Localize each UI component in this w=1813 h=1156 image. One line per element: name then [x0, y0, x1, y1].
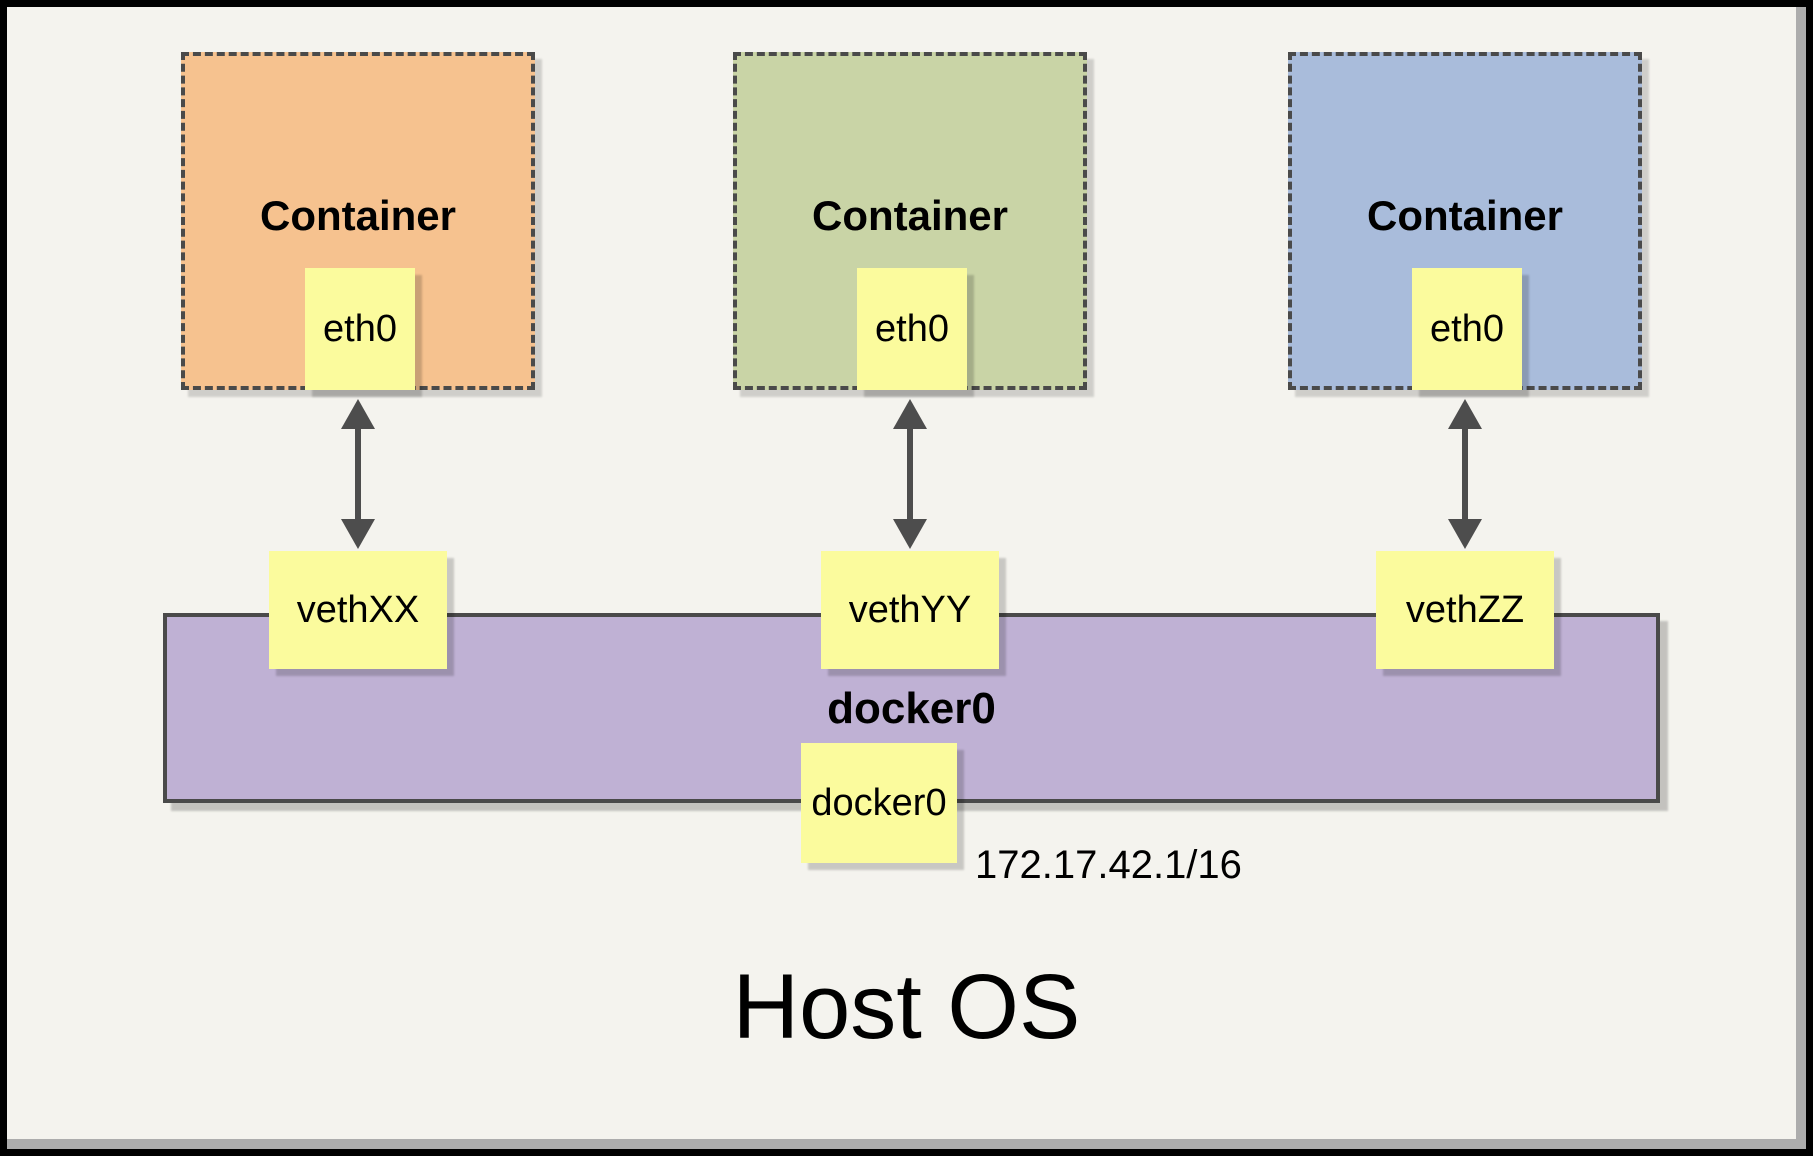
veth-link-arrow-3 — [1447, 399, 1483, 549]
arrow-down-icon — [893, 519, 927, 549]
docker0-interface-box: docker0 — [801, 743, 957, 863]
eth0-interface-box-2: eth0 — [857, 268, 967, 390]
container-box-2: Container eth0 — [733, 52, 1087, 390]
arrow-shaft — [355, 423, 361, 525]
eth0-interface-box-3: eth0 — [1412, 268, 1522, 390]
arrow-shaft — [907, 423, 913, 525]
veth-label-2: vethYY — [848, 588, 972, 631]
docker0-interface-label: docker0 — [811, 781, 947, 824]
veth-label-3: vethZZ — [1405, 588, 1525, 631]
container-label-3: Container — [1366, 192, 1563, 239]
arrow-down-icon — [1448, 519, 1482, 549]
eth0-interface-box-1: eth0 — [305, 268, 415, 390]
eth0-label-1: eth0 — [323, 307, 397, 350]
container-box-3: Container eth0 — [1288, 52, 1642, 390]
docker0-bridge-label: docker0 — [827, 684, 996, 733]
container-box-1: Container eth0 — [181, 52, 535, 390]
veth-box-2: vethYY — [821, 551, 999, 669]
container-label-1: Container — [259, 192, 456, 239]
container-column-2: Container eth0 vethYY — [733, 52, 1087, 672]
arrow-down-icon — [341, 519, 375, 549]
container-column-1: Container eth0 vethXX — [181, 52, 535, 672]
eth0-label-2: eth0 — [875, 307, 949, 350]
veth-label-1: vethXX — [296, 588, 420, 631]
veth-box-1: vethXX — [269, 551, 447, 669]
veth-link-arrow-1 — [340, 399, 376, 549]
eth0-label-3: eth0 — [1430, 307, 1504, 350]
arrow-shaft — [1462, 423, 1468, 525]
bridge-ip-address: 172.17.42.1/16 — [975, 843, 1242, 887]
container-label-2: Container — [811, 192, 1008, 239]
host-os-title: Host OS — [732, 956, 1081, 1058]
veth-link-arrow-2 — [892, 399, 928, 549]
veth-box-3: vethZZ — [1376, 551, 1554, 669]
container-column-3: Container eth0 vethZZ — [1288, 52, 1642, 672]
